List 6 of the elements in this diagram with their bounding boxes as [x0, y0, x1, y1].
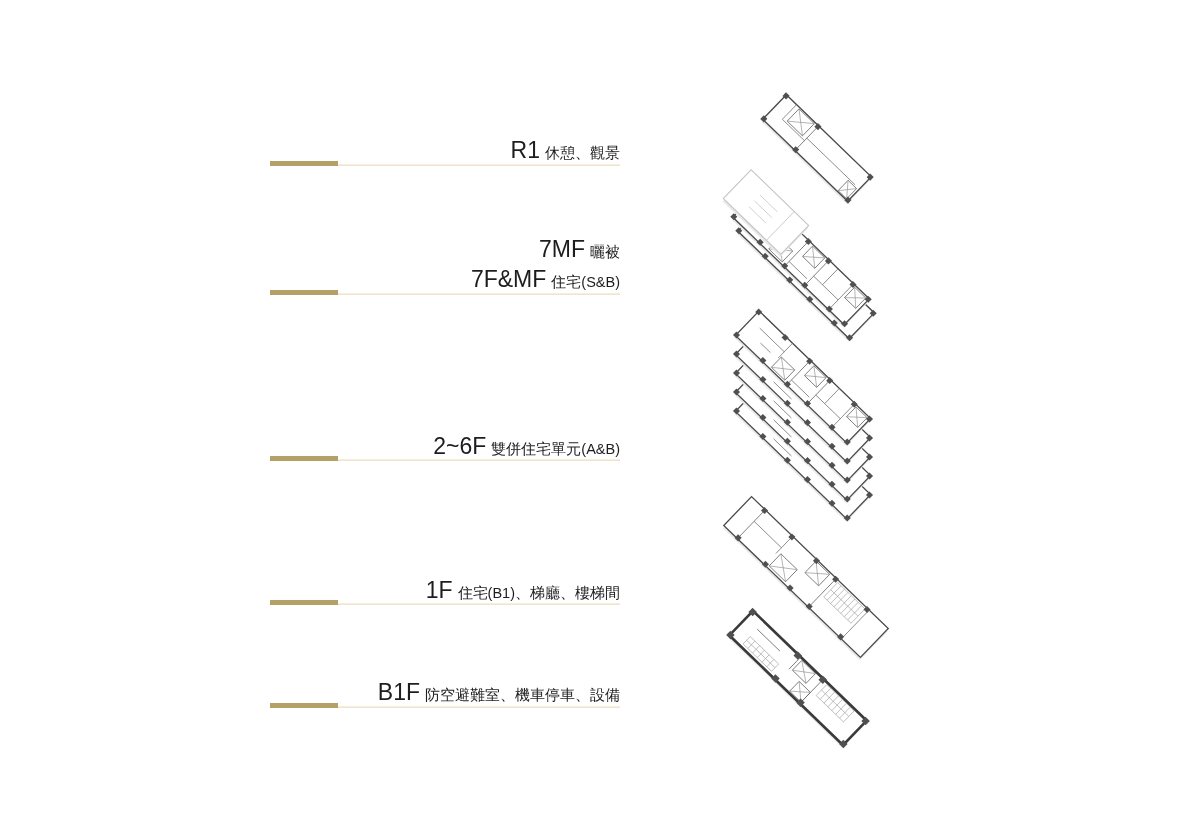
- floor-label: 2~6F 雙併住宅單元(A&B): [433, 436, 620, 458]
- floor-label: 7F&MF 住宅(S&B): [470, 269, 620, 291]
- floor-label: R1 休憩、觀景: [510, 140, 620, 162]
- floor-label: B1F 防空避難室、機車停車、設備: [377, 682, 620, 704]
- floor-label: 1F 住宅(B1)、梯廳、樓梯間: [425, 580, 620, 602]
- floor-label: 7MF 曬被: [539, 239, 620, 261]
